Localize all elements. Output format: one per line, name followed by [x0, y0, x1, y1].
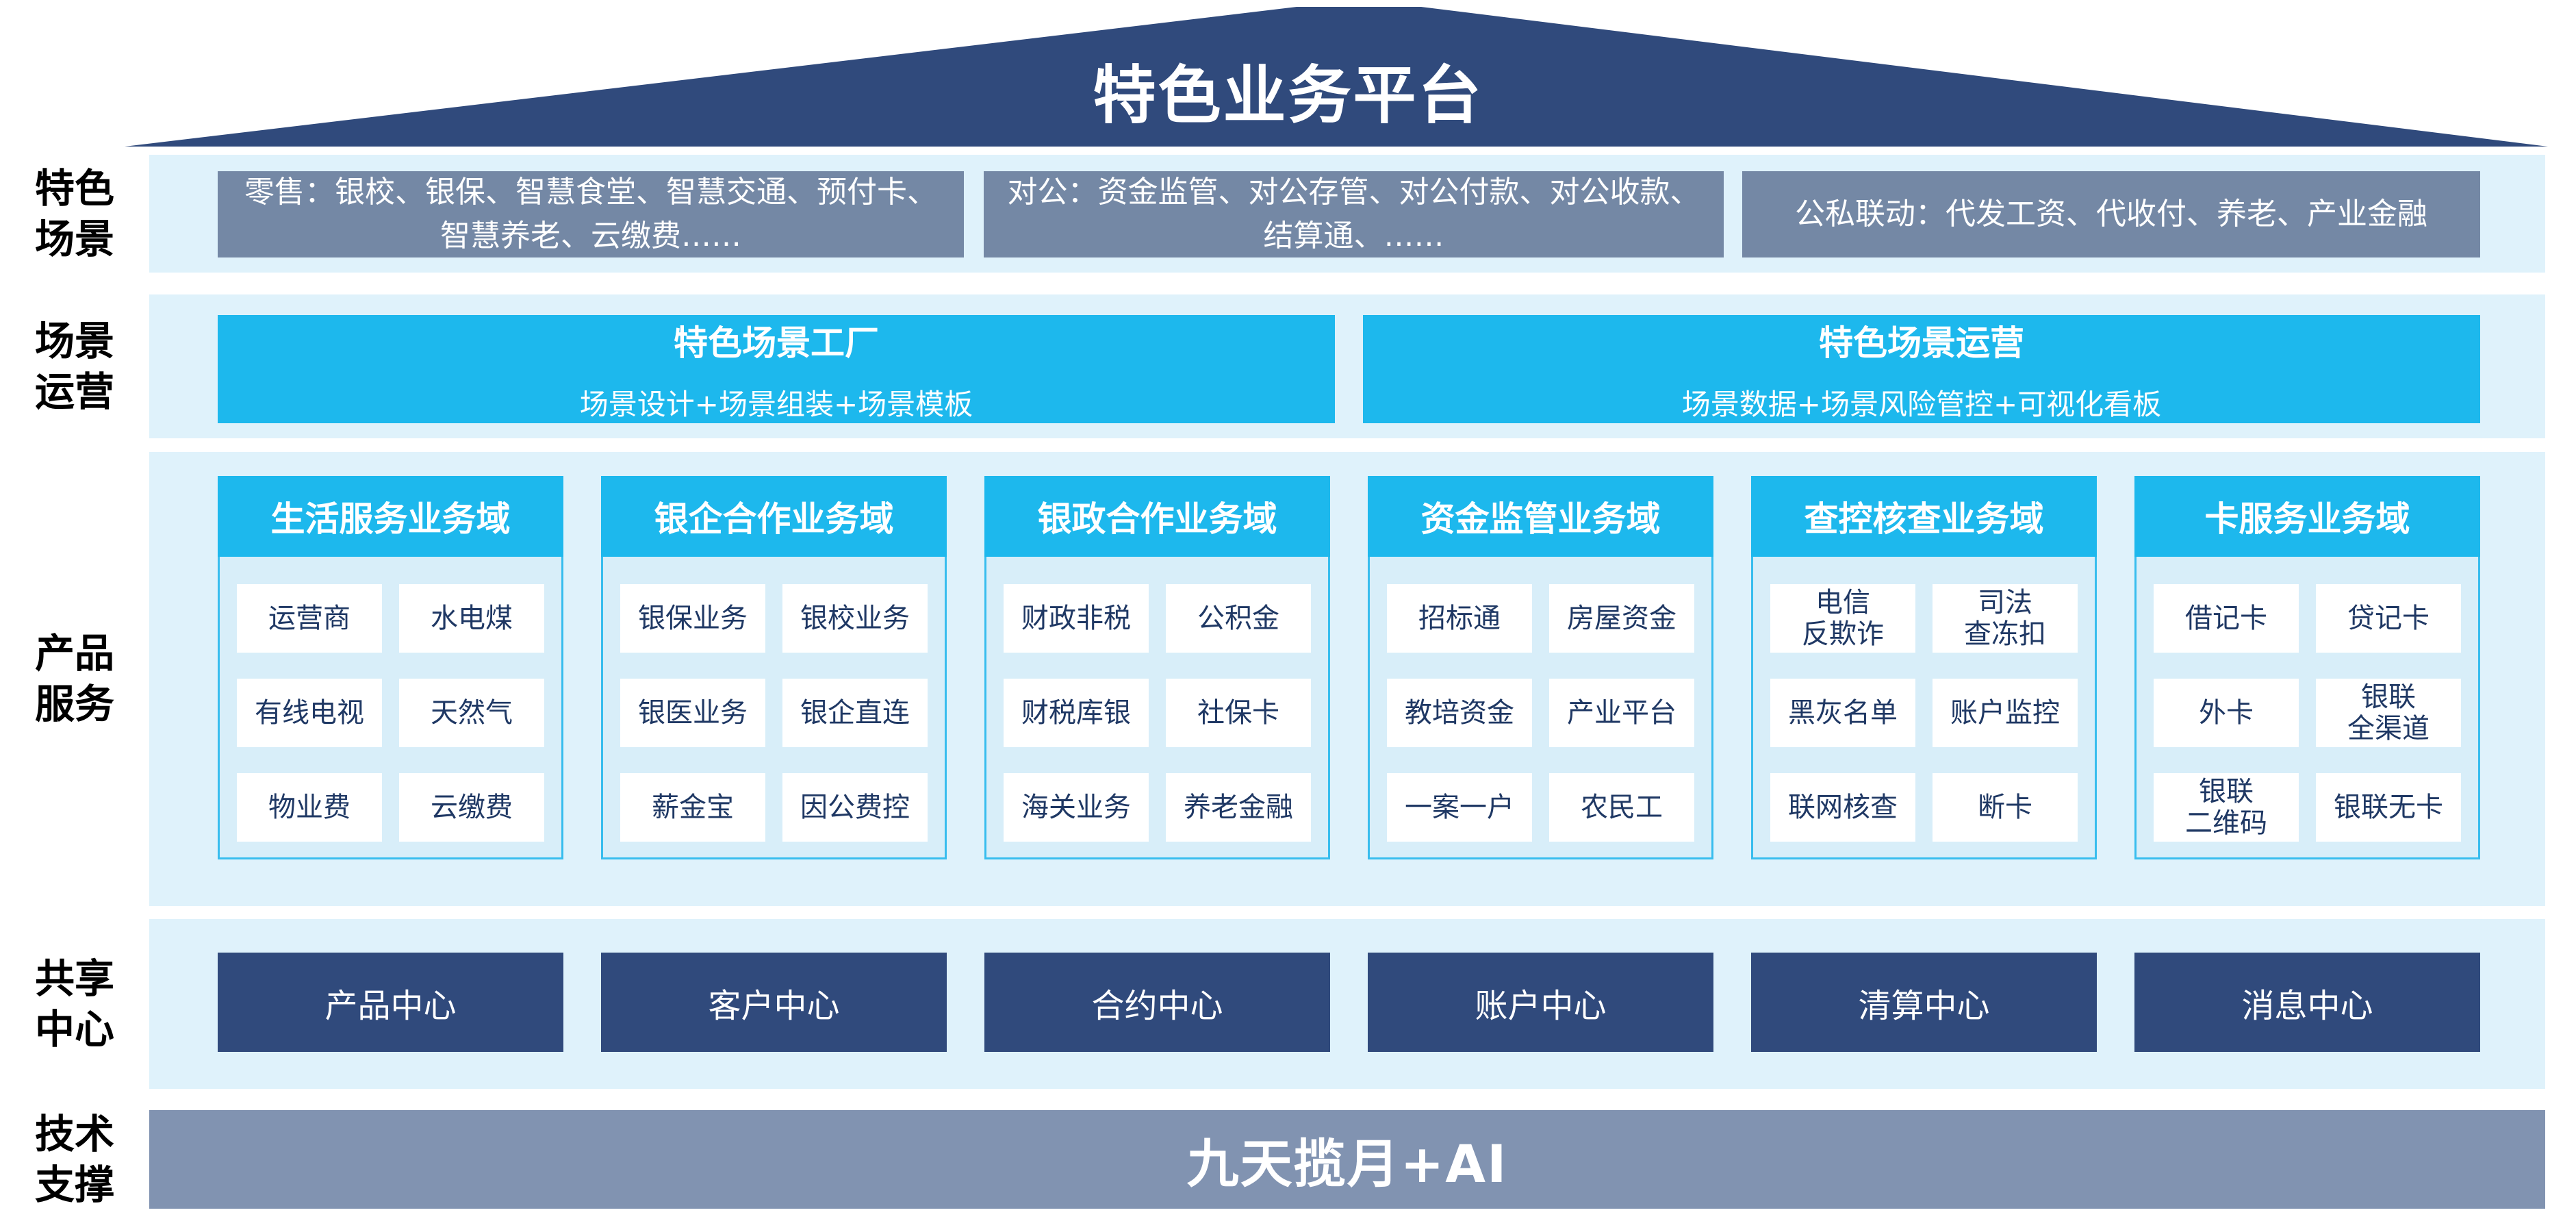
domain-column-bank-enterprise: 银企合作业务域 银保业务 银校业务 银医业务 银企直连 薪金宝 因公费控 — [601, 476, 947, 859]
operation-box-subtitle: 场景设计+场景组装+场景模板 — [579, 387, 973, 421]
domain-body: 银保业务 银校业务 银医业务 银企直连 薪金宝 因公费控 — [601, 557, 947, 859]
operation-box-subtitle: 场景数据+场景风险管控+可视化看板 — [1681, 387, 2162, 421]
domain-body: 运营商 水电煤 有线电视 天然气 物业费 云缴费 — [218, 557, 563, 859]
operation-box-title: 特色场景运营 — [1819, 323, 2024, 363]
center-box-customer: 客户中心 — [601, 953, 947, 1052]
domain-item: 产业平台 — [1549, 679, 1694, 747]
domain-item: 天然气 — [399, 679, 544, 747]
center-box-account: 账户中心 — [1368, 953, 1713, 1052]
domain-body: 借记卡 贷记卡 外卡 银联 全渠道 银联 二维码 银联无卡 — [2134, 557, 2480, 859]
center-box-clearing: 清算中心 — [1751, 953, 2097, 1052]
row-label-product-services: 产品 服务 — [34, 629, 114, 727]
domain-item: 银联 全渠道 — [2316, 679, 2461, 747]
scene-box-public-private-linkage: 公私联动：代发工资、代收付、养老、产业金融 — [1742, 171, 2480, 257]
scene-box-corporate: 对公：资金监管、对公存管、对公付款、对公收款、结算通、…… — [984, 171, 1724, 257]
domain-item: 司法 查冻扣 — [1933, 584, 2078, 653]
diagram-title: 特色业务平台 — [1093, 59, 1483, 132]
domain-item: 房屋资金 — [1549, 584, 1694, 653]
domain-item: 因公费控 — [782, 773, 928, 842]
domain-item: 薪金宝 — [620, 773, 765, 842]
scene-box-retail: 零售：银校、银保、智慧食堂、智慧交通、预付卡、智慧养老、云缴费…… — [218, 171, 964, 257]
domain-header: 银企合作业务域 — [601, 476, 947, 557]
domain-body: 财政非税 公积金 财税库银 社保卡 海关业务 养老金融 — [984, 557, 1330, 859]
domain-item: 农民工 — [1549, 773, 1694, 842]
domain-item: 银联无卡 — [2316, 773, 2461, 842]
domain-item: 海关业务 — [1004, 773, 1149, 842]
domain-item: 社保卡 — [1166, 679, 1311, 747]
row-label-scene-operation: 场景 运营 — [34, 317, 114, 415]
tech-platform-title: 九天揽月+AI — [1186, 1133, 1508, 1194]
domain-header: 银政合作业务域 — [984, 476, 1330, 557]
tech-support-bar: 九天揽月+AI — [149, 1110, 2545, 1209]
domain-header: 查控核查业务域 — [1751, 476, 2097, 557]
domain-item: 运营商 — [237, 584, 382, 653]
domain-item: 一案一户 — [1387, 773, 1532, 842]
domain-item: 银校业务 — [782, 584, 928, 653]
operation-box-scene-factory: 特色场景工厂 场景设计+场景组装+场景模板 — [218, 315, 1335, 423]
domain-body: 电信 反欺诈 司法 查冻扣 黑灰名单 账户监控 联网核查 断卡 — [1751, 557, 2097, 859]
shared-centers-band: 产品中心 客户中心 合约中心 账户中心 清算中心 消息中心 — [149, 919, 2545, 1089]
domain-item: 有线电视 — [237, 679, 382, 747]
product-services-band: 生活服务业务域 运营商 水电煤 有线电视 天然气 物业费 云缴费 银企合作业务域… — [149, 452, 2545, 906]
domain-item: 电信 反欺诈 — [1770, 584, 1915, 653]
domain-header: 卡服务业务域 — [2134, 476, 2480, 557]
domain-item: 招标通 — [1387, 584, 1532, 653]
domain-item: 银联 二维码 — [2154, 773, 2299, 842]
domain-item: 教培资金 — [1387, 679, 1532, 747]
operation-box-scene-operation: 特色场景运营 场景数据+场景风险管控+可视化看板 — [1363, 315, 2480, 423]
domain-item: 物业费 — [237, 773, 382, 842]
center-box-message: 消息中心 — [2134, 953, 2480, 1052]
domain-item: 银保业务 — [620, 584, 765, 653]
domain-item: 黑灰名单 — [1770, 679, 1915, 747]
center-box-contract: 合约中心 — [984, 953, 1330, 1052]
roof-banner: 特色业务平台 — [125, 7, 2548, 147]
domain-item: 账户监控 — [1933, 679, 2078, 747]
domain-column-bank-government: 银政合作业务域 财政非税 公积金 财税库银 社保卡 海关业务 养老金融 — [984, 476, 1330, 859]
domain-item: 借记卡 — [2154, 584, 2299, 653]
domain-item: 贷记卡 — [2316, 584, 2461, 653]
domain-item: 云缴费 — [399, 773, 544, 842]
domain-header: 资金监管业务域 — [1368, 476, 1713, 557]
row-label-featured-scenes: 特色 场景 — [34, 164, 114, 262]
domain-item: 外卡 — [2154, 679, 2299, 747]
domain-header: 生活服务业务域 — [218, 476, 563, 557]
center-box-product: 产品中心 — [218, 953, 563, 1052]
domain-item: 断卡 — [1933, 773, 2078, 842]
domain-item: 银医业务 — [620, 679, 765, 747]
featured-scenes-band: 零售：银校、银保、智慧食堂、智慧交通、预付卡、智慧养老、云缴费…… 对公：资金监… — [149, 155, 2545, 273]
domain-item: 公积金 — [1166, 584, 1311, 653]
scene-operation-band: 特色场景工厂 场景设计+场景组装+场景模板 特色场景运营 场景数据+场景风险管控… — [149, 294, 2545, 438]
domain-column-inspection-verification: 查控核查业务域 电信 反欺诈 司法 查冻扣 黑灰名单 账户监控 联网核查 断卡 — [1751, 476, 2097, 859]
domain-item: 银企直连 — [782, 679, 928, 747]
domain-item: 联网核查 — [1770, 773, 1915, 842]
operation-box-title: 特色场景工厂 — [674, 323, 879, 363]
domain-column-life-services: 生活服务业务域 运营商 水电煤 有线电视 天然气 物业费 云缴费 — [218, 476, 563, 859]
domain-item: 水电煤 — [399, 584, 544, 653]
domain-item: 养老金融 — [1166, 773, 1311, 842]
domain-body: 招标通 房屋资金 教培资金 产业平台 一案一户 农民工 — [1368, 557, 1713, 859]
domain-column-card-services: 卡服务业务域 借记卡 贷记卡 外卡 银联 全渠道 银联 二维码 银联无卡 — [2134, 476, 2480, 859]
domain-item: 财税库银 — [1004, 679, 1149, 747]
domain-item: 财政非税 — [1004, 584, 1149, 653]
row-label-shared-centers: 共享 中心 — [34, 955, 114, 1053]
domain-column-fund-supervision: 资金监管业务域 招标通 房屋资金 教培资金 产业平台 一案一户 农民工 — [1368, 476, 1713, 859]
row-label-tech-support: 技术 支撑 — [34, 1110, 114, 1208]
